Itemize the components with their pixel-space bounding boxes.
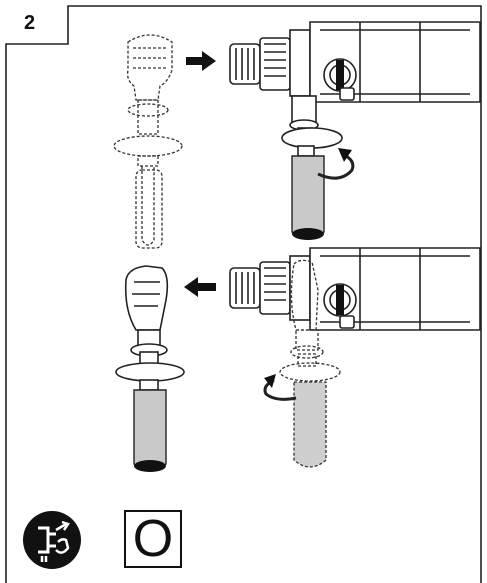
side-handle-detached-dashed [113,34,183,249]
mode-symbol-box: O [124,510,182,568]
side-handle-removed [115,265,185,472]
step-number: 2 [24,12,36,34]
side-handle-dashed-on-drill [279,259,341,468]
drill-bottom [229,247,481,331]
unplug-before-servicing-icon [23,511,81,569]
side-handle-attached [281,95,343,240]
arrow-icon-left [184,277,216,297]
rotate-arrow-icon [317,148,355,180]
mode-symbol: O [132,510,174,568]
arrow-icon [186,51,216,71]
rotate-arrow-icon-bottom [263,374,297,401]
